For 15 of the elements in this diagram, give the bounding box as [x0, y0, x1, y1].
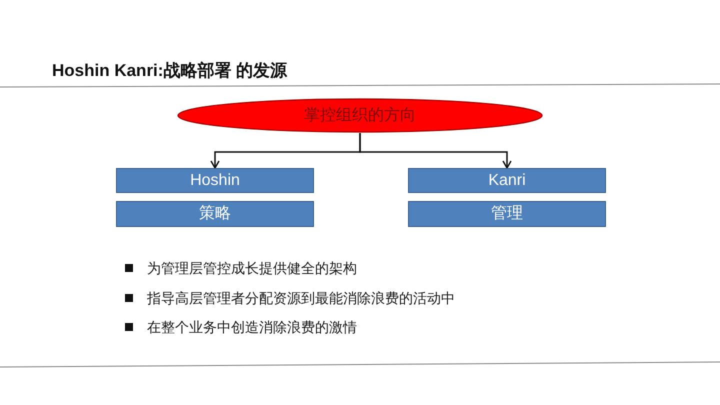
label-box [408, 168, 606, 193]
slide-title: Hoshin Kanri:战略部署 的发源 [52, 60, 288, 82]
bullet-text: 为管理层管控成长提供健全的架构 [147, 259, 357, 277]
label-box [116, 201, 314, 227]
direction-ellipse [177, 98, 543, 133]
label-box [116, 168, 314, 193]
node-label: 掌控组织的方向 [304, 106, 416, 124]
node-label: Kanri [488, 172, 526, 190]
node-label: Hoshin [190, 172, 240, 190]
bullet-text: 在整个业务中创造消除浪费的激情 [147, 318, 357, 336]
connector-arrow [359, 133, 512, 169]
node-label: 策略 [199, 205, 231, 223]
label-box [408, 201, 606, 227]
bullet-text: 指导高层管理者分配资源到最能消除浪费的活动中 [147, 289, 455, 307]
node-label: 管理 [491, 205, 523, 223]
